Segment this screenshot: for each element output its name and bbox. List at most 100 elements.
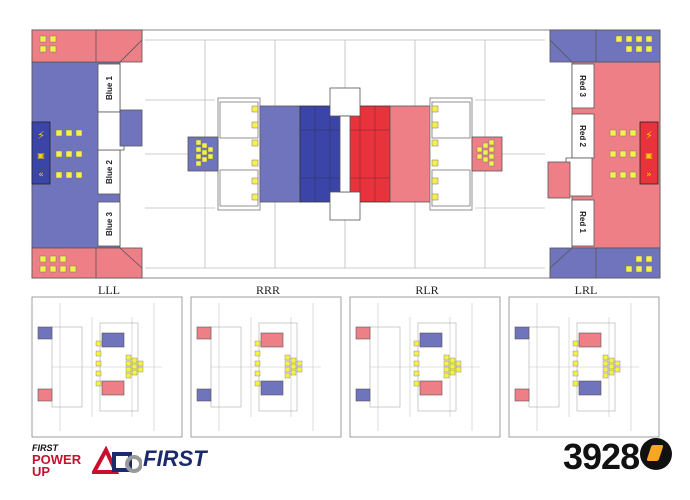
cube bbox=[614, 360, 621, 367]
red-switch bbox=[389, 97, 503, 211]
blue-station-3-label: Blue 3 bbox=[105, 211, 114, 236]
blue-alliance-zone: ⚡ ▣ « Blue 1 Blue 2 Blue 3 bbox=[31, 29, 143, 279]
cube bbox=[137, 360, 144, 367]
cube bbox=[413, 370, 420, 377]
plate bbox=[355, 388, 371, 402]
plate bbox=[355, 326, 371, 340]
boost-icon: ▣ bbox=[645, 151, 653, 160]
cube bbox=[254, 380, 261, 387]
plate bbox=[37, 388, 53, 402]
plate bbox=[578, 380, 602, 396]
cube bbox=[572, 380, 579, 387]
config-label-rlr: RLR bbox=[415, 283, 439, 297]
cube bbox=[131, 369, 138, 376]
cube bbox=[125, 360, 132, 367]
cube bbox=[95, 340, 102, 347]
cube bbox=[455, 360, 462, 367]
cube bbox=[449, 357, 456, 364]
power-up-logo-line3: UP bbox=[32, 464, 51, 479]
power-up-logo-line2: POWER bbox=[32, 452, 82, 467]
cube bbox=[449, 363, 456, 370]
boost-icon: ▣ bbox=[37, 151, 45, 160]
cube bbox=[125, 354, 132, 361]
cube bbox=[254, 370, 261, 377]
plate bbox=[101, 380, 125, 396]
cube bbox=[95, 380, 102, 387]
plate bbox=[419, 332, 443, 348]
blue-switch bbox=[187, 97, 301, 211]
cube bbox=[413, 340, 420, 347]
plate bbox=[260, 332, 284, 348]
cube bbox=[614, 366, 621, 373]
config-label-lrl: LRL bbox=[574, 283, 598, 297]
plate bbox=[260, 380, 284, 396]
red-alliance-zone: ⚡ ▣ » Red 3 Red 2 Red 1 bbox=[547, 29, 661, 279]
cube bbox=[95, 350, 102, 357]
configuration-diagrams bbox=[31, 296, 660, 438]
config-diagram-lrl bbox=[508, 296, 660, 438]
cube bbox=[602, 372, 609, 379]
cube bbox=[131, 357, 138, 364]
cube bbox=[290, 363, 297, 370]
cube bbox=[284, 372, 291, 379]
force-icon: « bbox=[38, 170, 44, 180]
plate bbox=[578, 332, 602, 348]
plate bbox=[514, 326, 530, 340]
cube bbox=[296, 360, 303, 367]
cube bbox=[455, 366, 462, 373]
team-badge-icon bbox=[640, 438, 672, 470]
cube bbox=[572, 370, 579, 377]
config-diagram-rrr bbox=[190, 296, 342, 438]
main-field: ⚡ ▣ « Blue 1 Blue 2 Blue 3 bbox=[31, 29, 661, 279]
cube bbox=[95, 370, 102, 377]
cube bbox=[131, 363, 138, 370]
force-icon: » bbox=[646, 170, 652, 180]
cube bbox=[137, 366, 144, 373]
cube bbox=[608, 363, 615, 370]
cube bbox=[449, 369, 456, 376]
first-logo-icon bbox=[92, 446, 142, 474]
cube bbox=[413, 360, 420, 367]
cube bbox=[602, 360, 609, 367]
cube bbox=[443, 366, 450, 373]
cube bbox=[572, 340, 579, 347]
cube bbox=[602, 354, 609, 361]
cube bbox=[296, 366, 303, 373]
plate bbox=[419, 380, 443, 396]
first-wordmark: FIRST bbox=[143, 446, 207, 471]
blue-station-1-label: Blue 1 bbox=[105, 75, 114, 100]
plate bbox=[196, 326, 212, 340]
cube bbox=[413, 350, 420, 357]
scale bbox=[299, 87, 391, 221]
cube bbox=[290, 369, 297, 376]
cube bbox=[572, 350, 579, 357]
cube bbox=[125, 372, 132, 379]
cube bbox=[443, 372, 450, 379]
red-station-2-label: Red 2 bbox=[578, 125, 587, 147]
plate bbox=[101, 332, 125, 348]
cube bbox=[254, 350, 261, 357]
config-label-lll: LLL bbox=[98, 283, 120, 297]
cube bbox=[443, 360, 450, 367]
cube bbox=[254, 360, 261, 367]
config-diagram-lll bbox=[31, 296, 183, 438]
config-label-rrr: RRR bbox=[255, 283, 280, 297]
cube bbox=[254, 340, 261, 347]
power-up-logo-line1: FIRST bbox=[32, 443, 58, 453]
cube bbox=[290, 357, 297, 364]
plate bbox=[514, 388, 530, 402]
cube bbox=[602, 366, 609, 373]
cube bbox=[125, 366, 132, 373]
lightning-icon: ⚡ bbox=[37, 129, 45, 142]
cube bbox=[443, 354, 450, 361]
lightning-icon: ⚡ bbox=[645, 129, 653, 142]
cube bbox=[572, 360, 579, 367]
config-diagram-rlr bbox=[349, 296, 501, 438]
cube bbox=[284, 366, 291, 373]
cube bbox=[284, 354, 291, 361]
red-station-3-label: Red 3 bbox=[578, 75, 587, 97]
plate bbox=[37, 326, 53, 340]
cube bbox=[284, 360, 291, 367]
blue-station-2-label: Blue 2 bbox=[105, 159, 114, 184]
